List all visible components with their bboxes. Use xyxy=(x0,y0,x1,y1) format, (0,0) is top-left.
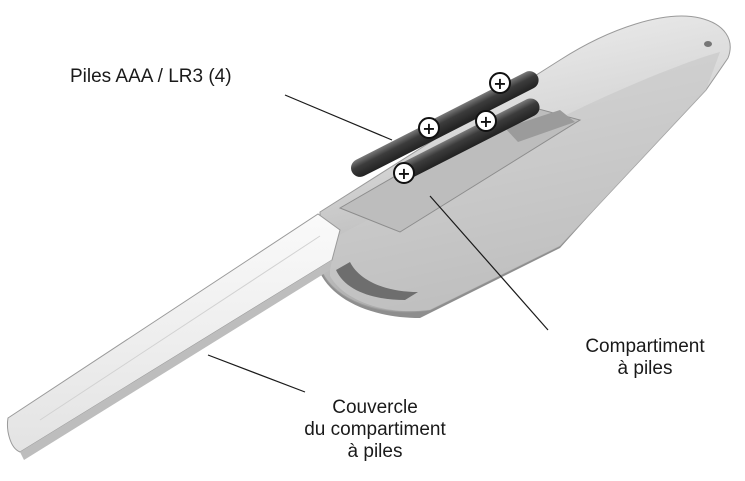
battery-cover-edge xyxy=(20,260,332,460)
label-compartment-line1: Compartiment xyxy=(585,336,705,357)
leader-batteries xyxy=(284,94,393,141)
label-cover-line3: à piles xyxy=(347,441,403,462)
battery-cover xyxy=(7,213,341,460)
plus-icon: + xyxy=(489,72,511,94)
plus-glyph: + xyxy=(493,74,506,93)
label-cover: Couvercle du compartiment à piles xyxy=(270,397,480,463)
compartment-slot xyxy=(505,110,575,142)
label-compartment-line2: à piles xyxy=(617,358,673,379)
plus-glyph: + xyxy=(397,164,410,183)
remote-side-band xyxy=(330,52,720,312)
label-batteries-text: Piles AAA / LR3 (4) xyxy=(70,66,232,87)
battery-cover-ridge xyxy=(39,235,321,421)
remote-end-dot xyxy=(704,41,712,47)
battery-cover-top xyxy=(7,213,341,453)
polarity-markers: + + + + xyxy=(393,72,511,184)
leader-cover xyxy=(207,354,306,393)
remote-control-body xyxy=(318,15,731,318)
label-cover-line1: Couvercle xyxy=(332,397,418,418)
plus-glyph: + xyxy=(479,112,492,131)
plus-icon: + xyxy=(418,117,440,139)
battery-2 xyxy=(395,98,540,181)
label-compartment: Compartiment à piles xyxy=(560,336,730,380)
battery-2-cylinder xyxy=(395,98,540,181)
plus-glyph: + xyxy=(422,119,435,138)
label-cover-line2: du compartiment xyxy=(304,419,446,440)
leader-lines xyxy=(207,94,549,393)
label-batteries: Piles AAA / LR3 (4) xyxy=(70,66,232,88)
remote-front-lip xyxy=(336,262,418,300)
plus-icon: + xyxy=(475,110,497,132)
plus-icon: + xyxy=(393,162,415,184)
leader-compartment xyxy=(429,195,549,331)
